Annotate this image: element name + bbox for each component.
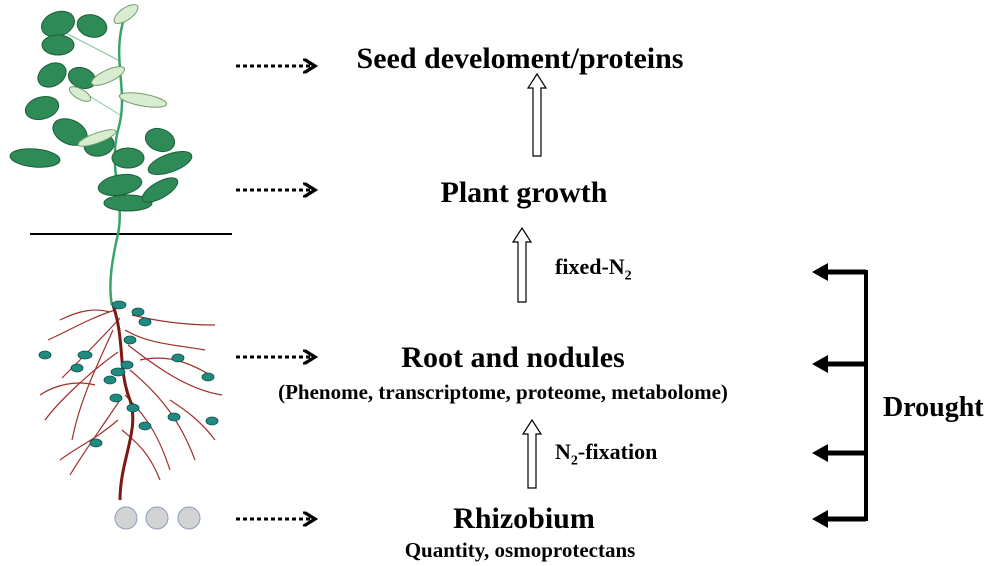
leaf (9, 148, 61, 168)
leaf (147, 150, 193, 176)
leaf (113, 4, 139, 24)
leaf (68, 86, 92, 102)
rhizobium-cell (145, 506, 169, 530)
nodules (38, 300, 219, 448)
leaf (77, 129, 117, 147)
nodule (205, 416, 219, 426)
nodule (123, 335, 137, 345)
lateral-root (169, 399, 216, 441)
nodule (110, 367, 126, 377)
leaf (103, 194, 153, 212)
leaf (141, 177, 179, 203)
taproot (111, 304, 135, 501)
nodule (201, 372, 215, 382)
seed-development-label: Seed develoment/proteins (356, 42, 684, 75)
rhizobium-cells (114, 506, 201, 530)
rhizobium-cell (177, 506, 201, 530)
nodule (138, 317, 152, 327)
plant-light-leaves (68, 4, 168, 147)
leaf (37, 62, 67, 88)
lateral-root (124, 329, 206, 351)
lateral-root (61, 317, 121, 379)
nodule (167, 412, 181, 422)
leaf (90, 66, 126, 86)
nodule (171, 353, 185, 363)
lateral-root (121, 429, 161, 481)
rhizobium-cell (114, 506, 138, 530)
leaf (144, 127, 176, 153)
leaf (41, 34, 75, 56)
nodule (89, 438, 103, 448)
leaf (97, 173, 143, 197)
lateral-root (59, 419, 119, 461)
drought-bracket (812, 263, 868, 528)
lateral-root (39, 382, 96, 396)
drought-arrow-head (812, 510, 828, 528)
lateral-root (127, 344, 223, 396)
lateral-roots (39, 309, 223, 481)
lateral-root (129, 369, 196, 461)
nodule (120, 360, 134, 370)
leaf (76, 14, 108, 38)
lateral-root (47, 309, 116, 341)
nodule (70, 363, 84, 373)
drought-arrow-head (812, 355, 828, 373)
fixed-n2-label: fixed-N2 (555, 254, 632, 284)
block-arrow-plant-to-seed (526, 72, 548, 157)
root-nodules-label: Root and nodules (401, 341, 625, 374)
nodule (109, 393, 123, 403)
plant-growth-label: Plant growth (440, 176, 608, 209)
nodule (111, 300, 127, 310)
leaf (111, 147, 145, 169)
tendril (59, 29, 119, 61)
block-arrow-root-to-plant (511, 226, 533, 303)
nodule (131, 307, 145, 317)
drought-arrow-head (812, 263, 828, 281)
nodule (77, 350, 93, 360)
lateral-root (71, 329, 114, 441)
block-arrows (511, 72, 548, 489)
plant-leaves (9, 10, 193, 212)
drought-arrow-head (812, 444, 828, 462)
nodule (103, 375, 117, 385)
nodule (38, 350, 52, 360)
dotted-arrows (236, 66, 312, 519)
block-arrow-rhizobium-to-root (521, 418, 543, 489)
lateral-root (131, 314, 216, 326)
lateral-root (44, 351, 119, 421)
nodule (138, 421, 152, 431)
lateral-root (59, 309, 111, 321)
rhizobium-label: Rhizobium (453, 502, 595, 535)
leaf (24, 95, 60, 121)
drought-label: Drought (883, 392, 984, 423)
n2-fixation-label: N2-fixation (555, 439, 658, 469)
root-omics-label: (Phenome, transcriptome, proteome, metab… (278, 380, 728, 404)
rhizobium-sub-label: Quantity, osmoprotectans (404, 538, 636, 562)
leaf (118, 92, 168, 108)
nodule (126, 403, 140, 413)
